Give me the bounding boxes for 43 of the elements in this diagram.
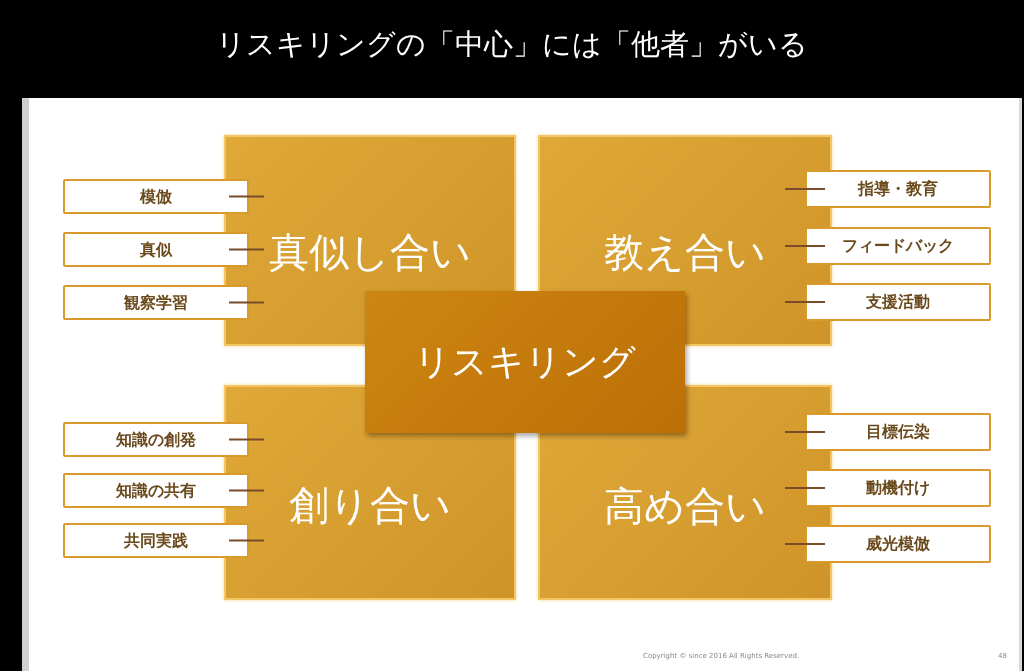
term-box — [63, 179, 249, 214]
connector-line — [228, 438, 265, 441]
quadrant-title: 高め合い — [604, 482, 766, 530]
slide-title: リスキリングの「中心」には「他者」がいる — [215, 26, 809, 63]
term-label: 威光模倣 — [866, 534, 930, 554]
term-box — [805, 469, 991, 507]
term-label: 動機付け — [866, 478, 930, 498]
connector-line — [228, 195, 265, 198]
term-label: フィードバック — [842, 236, 954, 256]
term-label: 模倣 — [140, 186, 172, 207]
quadrant-title: 真似し合い — [269, 228, 471, 276]
term-box — [805, 227, 991, 265]
term-box — [805, 170, 991, 208]
term-box — [63, 422, 249, 457]
term-label: 真似 — [140, 239, 172, 260]
term-box — [805, 525, 991, 563]
term-label: 目標伝染 — [866, 422, 930, 442]
term-box — [63, 473, 249, 508]
connector-line — [228, 301, 265, 304]
connector-line — [784, 543, 826, 545]
term-label: 指導・教育 — [858, 179, 938, 199]
quadrant-title: 教え合い — [604, 228, 766, 276]
term-label: 共同実践 — [124, 530, 188, 551]
term-label: 支援活動 — [866, 292, 930, 312]
connector-line — [784, 245, 826, 247]
core-box — [365, 291, 685, 433]
connector-line — [228, 248, 265, 251]
term-label: 知識の共有 — [116, 480, 196, 501]
term-box — [805, 413, 991, 451]
connector-line — [784, 188, 826, 190]
quadrant-title: 創り合い — [289, 481, 451, 529]
connector-line — [784, 301, 826, 303]
term-box — [63, 285, 249, 320]
term-label: 知識の創発 — [116, 429, 196, 450]
connector-line — [228, 539, 265, 542]
connector-line — [228, 489, 265, 492]
connector-line — [784, 487, 826, 489]
term-box — [63, 232, 249, 267]
term-label: 観察学習 — [124, 292, 188, 313]
core-title: リスキリング — [414, 340, 636, 384]
term-box — [805, 283, 991, 321]
term-box — [63, 523, 249, 558]
connector-line — [784, 431, 826, 433]
